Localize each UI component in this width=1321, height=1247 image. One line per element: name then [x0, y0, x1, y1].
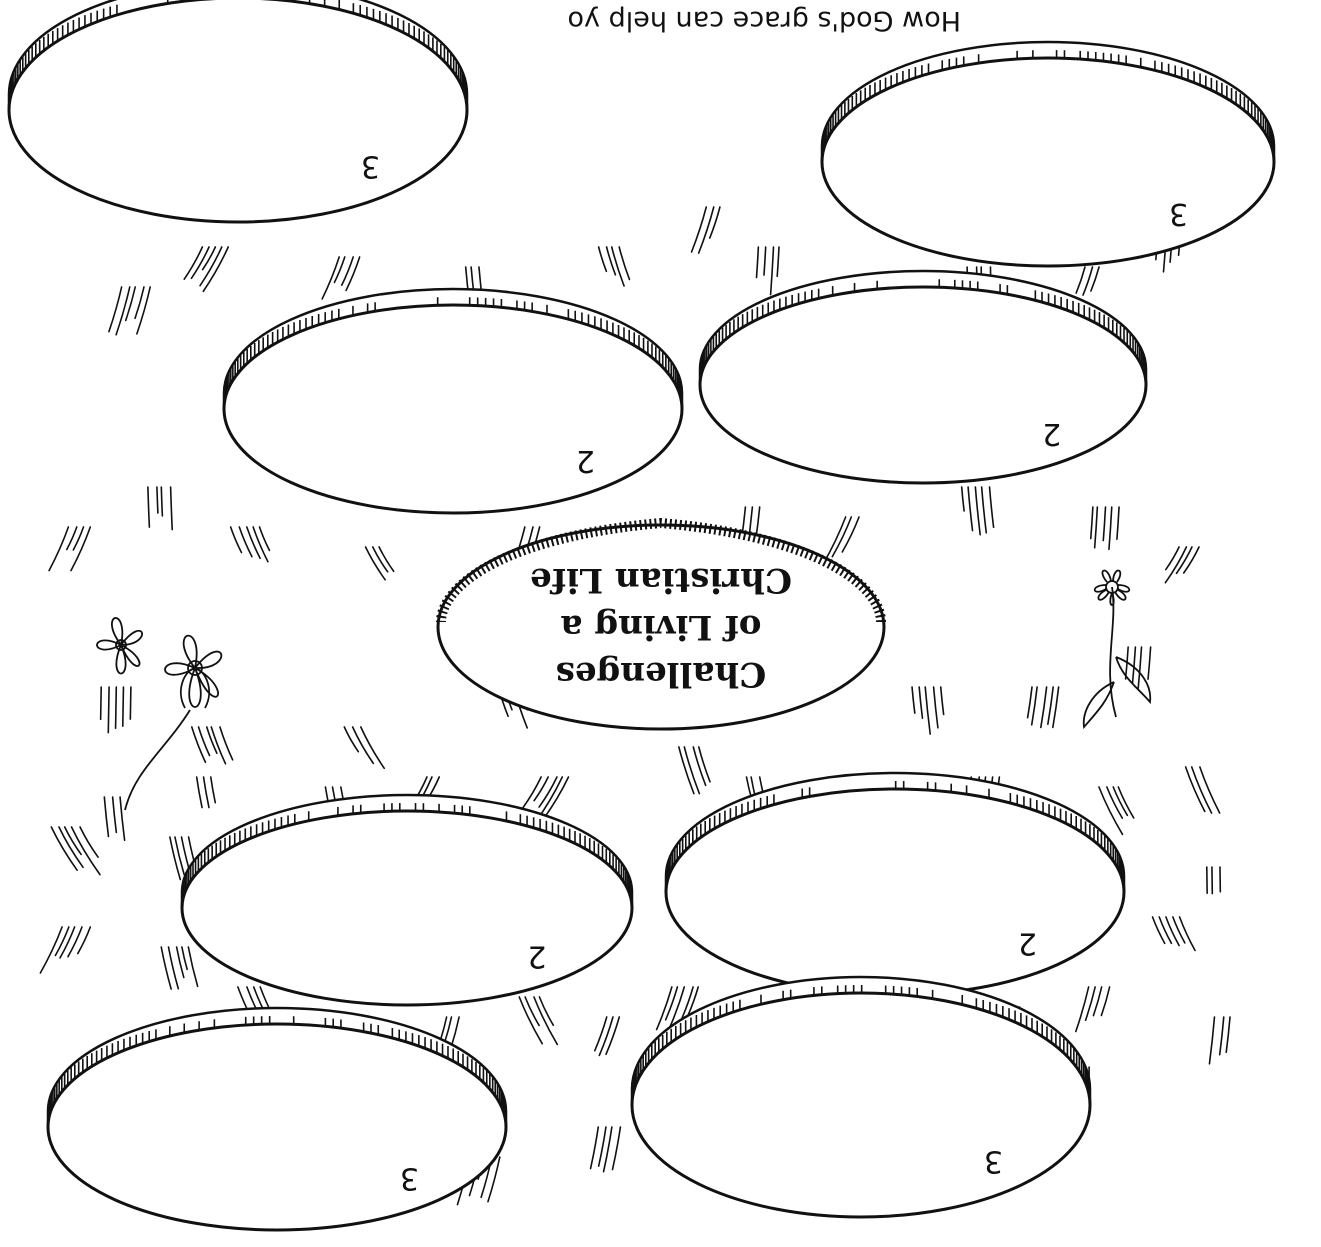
bubble-number-label: 3 [400, 1161, 419, 1196]
blossom-flower-icon [97, 618, 142, 674]
bubble-number-label: 2 [1018, 926, 1037, 961]
bubble-face [822, 58, 1274, 266]
title-line-3: Christian Life [530, 560, 792, 600]
bubble-face [9, 0, 467, 222]
answer-bubble: 3 [632, 977, 1090, 1217]
daisy-flower-icon [1084, 571, 1150, 727]
bubble-number-label: 3 [984, 1143, 1003, 1178]
bubble-face [666, 789, 1124, 995]
title-line-2: of Living a [561, 607, 762, 647]
bubble-face [700, 287, 1146, 483]
answer-bubble: 2 [224, 289, 682, 513]
bubble-number-label: 3 [361, 148, 380, 183]
title-line-1: Challenges [556, 654, 767, 694]
answer-bubble: 3 [822, 42, 1274, 266]
bubble-face [224, 305, 682, 513]
bubble-number-label: 3 [1169, 196, 1188, 231]
answer-bubble: 3 [48, 1008, 506, 1230]
bubble-face [182, 811, 632, 1005]
bubble-face [632, 993, 1090, 1217]
bubble-number-label: 2 [527, 938, 546, 973]
answer-bubble: 2 [666, 773, 1124, 995]
answer-bubble: 2 [700, 271, 1146, 483]
answer-bubble: 2 [182, 795, 632, 1005]
footer-caption: How God's grace can help yo [568, 5, 962, 36]
bubble-number-label: 2 [576, 443, 595, 478]
bubble-number-label: 2 [1042, 416, 1061, 451]
bubble-face [48, 1024, 506, 1230]
answer-bubble: 3 [9, 0, 467, 222]
central-title-bubble: Challenges of Living a Christian Life [438, 523, 884, 729]
